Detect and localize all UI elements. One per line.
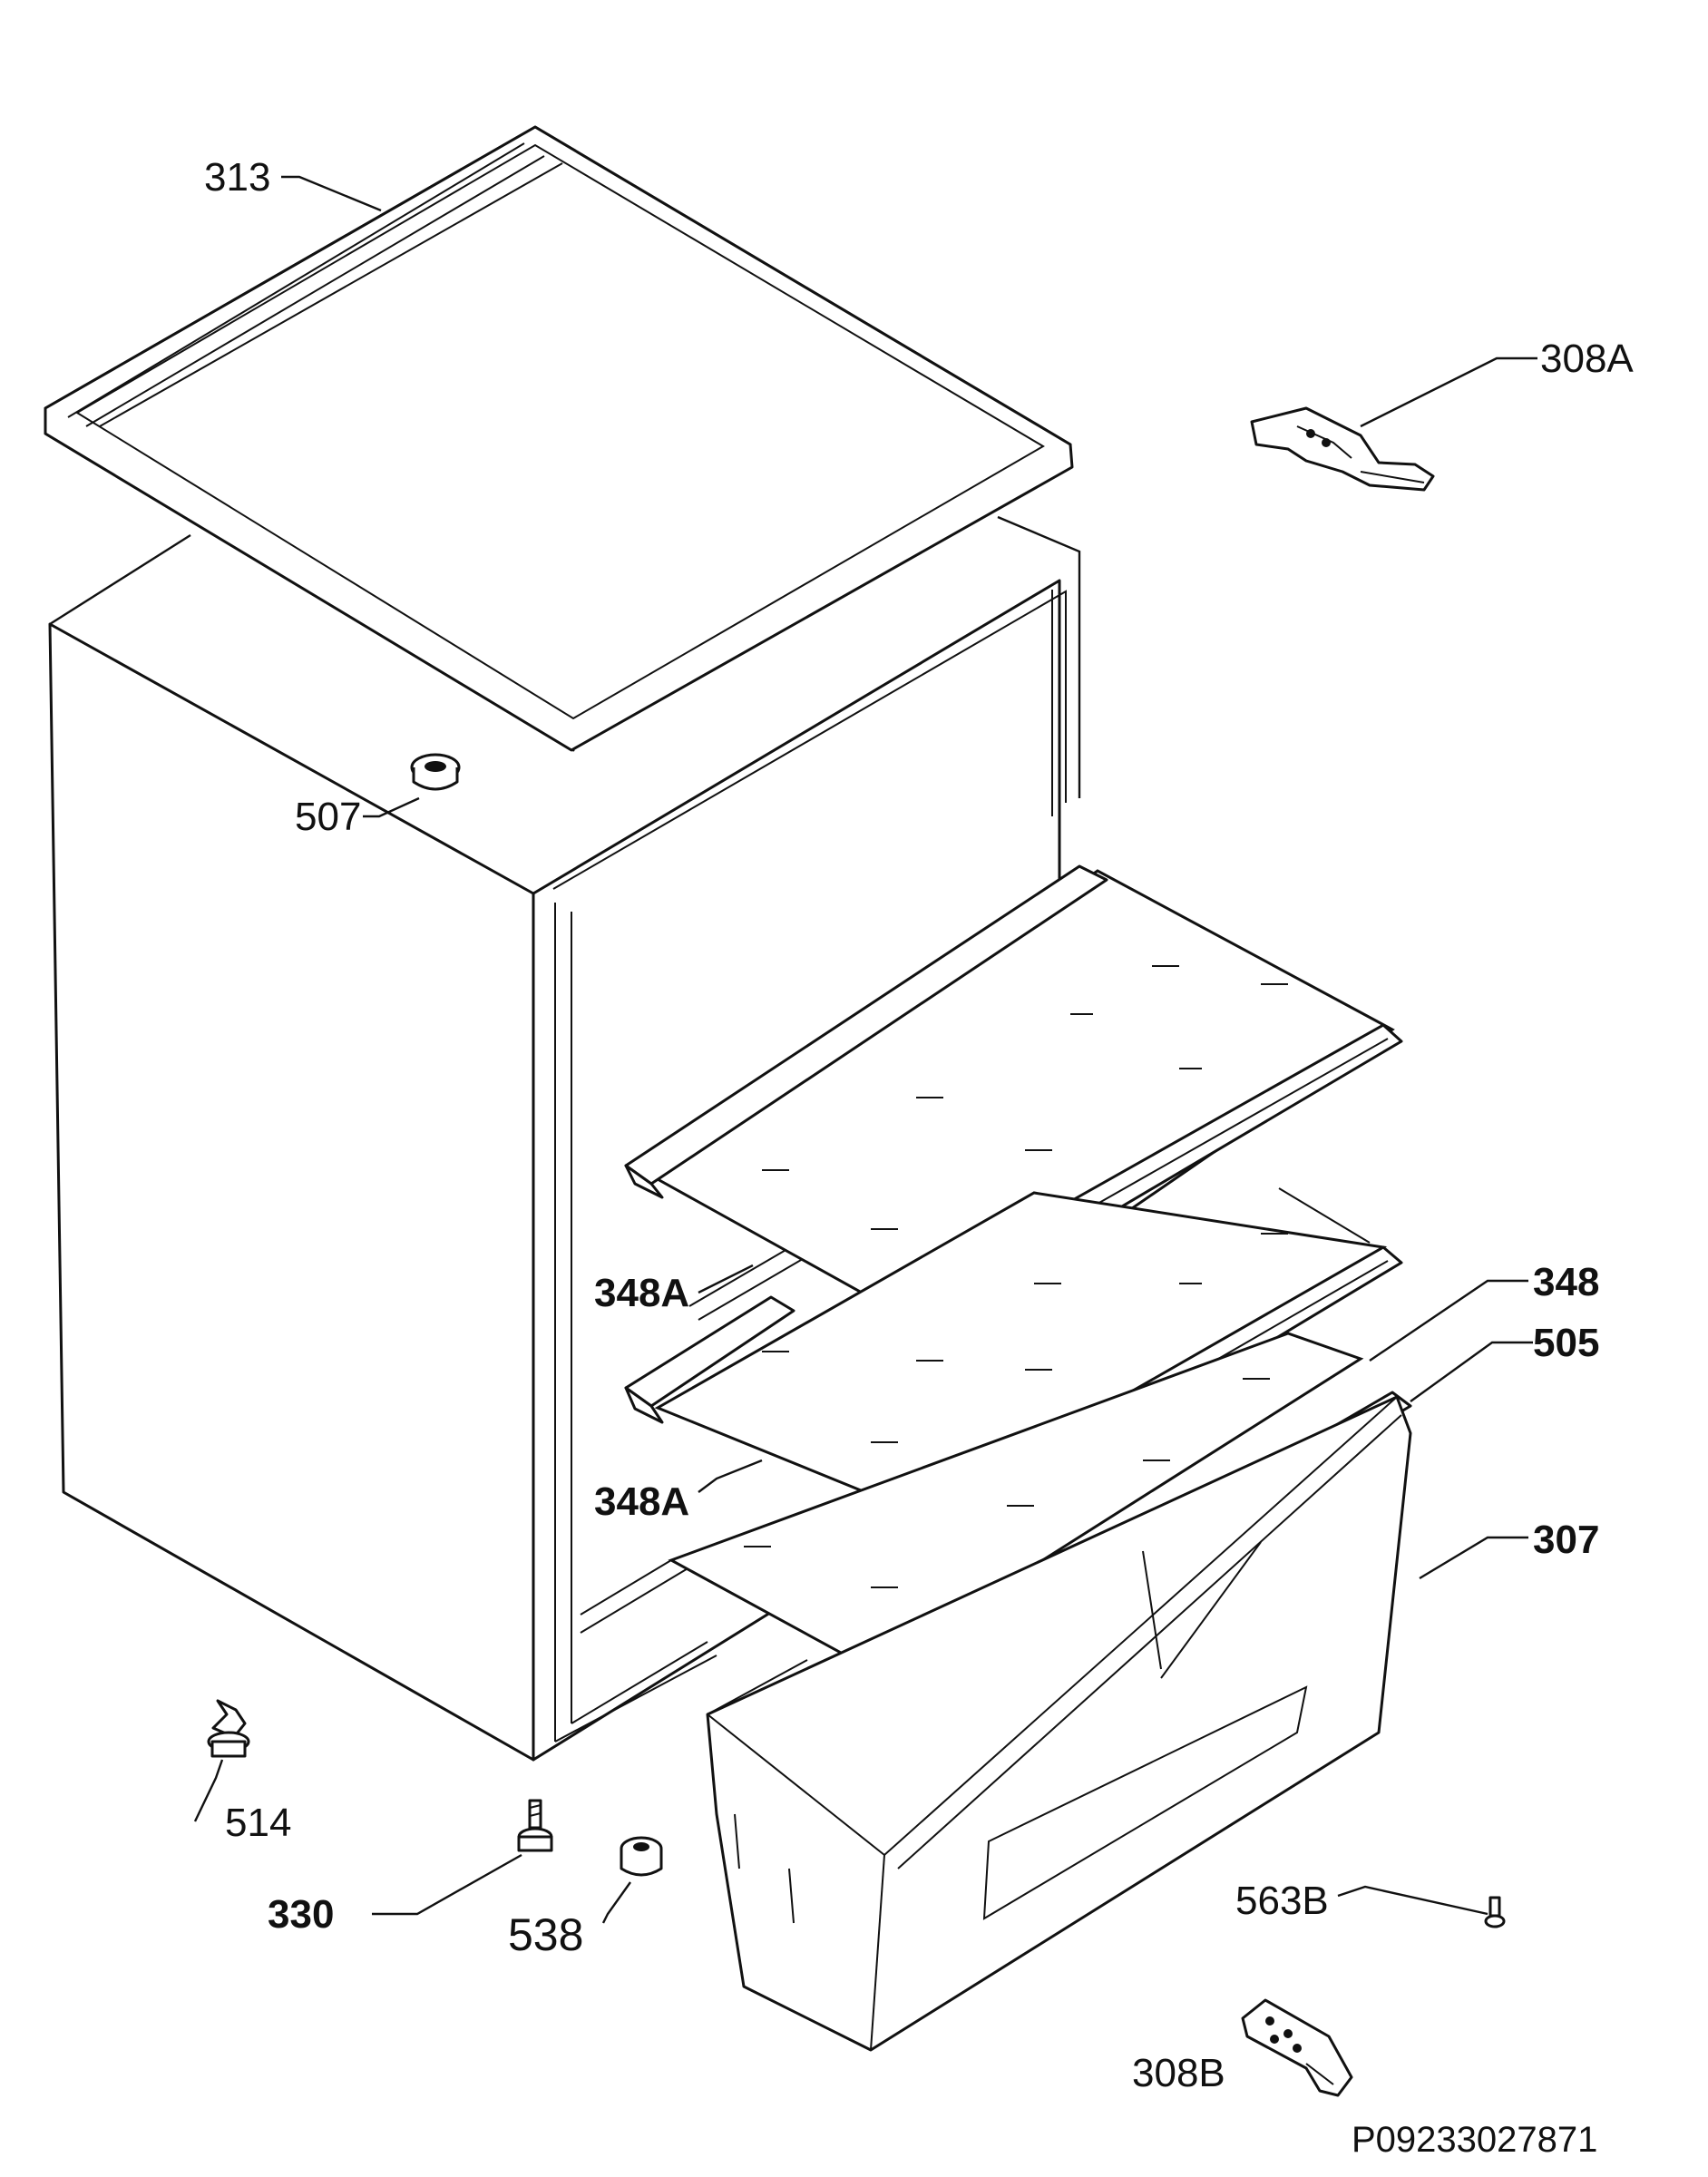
spacer-538 xyxy=(620,1836,663,1877)
label-307: 307 xyxy=(1533,1518,1599,1562)
label-348A-upper: 348A xyxy=(594,1271,689,1315)
crisper-drawer-307 xyxy=(706,1395,1412,2052)
lower-hinge-308B xyxy=(1241,1998,1353,2097)
label-313: 313 xyxy=(204,155,270,200)
screw-330 xyxy=(517,1799,553,1852)
label-538: 538 xyxy=(508,1909,583,1960)
top-cover-313 xyxy=(44,125,1074,752)
upper-hinge-308A xyxy=(1250,406,1435,492)
leader-lines xyxy=(193,175,1537,1924)
glass-hatch-lower xyxy=(744,1378,1270,1588)
label-308A: 308A xyxy=(1540,337,1634,381)
label-330: 330 xyxy=(268,1892,334,1937)
drawing-number: P09233027871 xyxy=(1352,2120,1597,2160)
label-507: 507 xyxy=(295,795,361,839)
plug-507 xyxy=(410,753,461,791)
label-514: 514 xyxy=(225,1801,291,1845)
label-348A-lower: 348A xyxy=(594,1479,689,1524)
screw-563B xyxy=(1484,1896,1506,1928)
adjustable-foot-514 xyxy=(207,1699,250,1758)
label-505: 505 xyxy=(1533,1321,1599,1365)
label-348: 348 xyxy=(1533,1260,1599,1304)
label-308B: 308B xyxy=(1132,2051,1225,2095)
label-563B: 563B xyxy=(1235,1879,1329,1923)
glass-hatch-upper xyxy=(762,965,1288,1230)
glass-shelf-lower-348 xyxy=(668,1332,1364,1671)
part-labels: 313 308A 507 348A 348 505 348A 307 514 3… xyxy=(204,155,1634,2160)
